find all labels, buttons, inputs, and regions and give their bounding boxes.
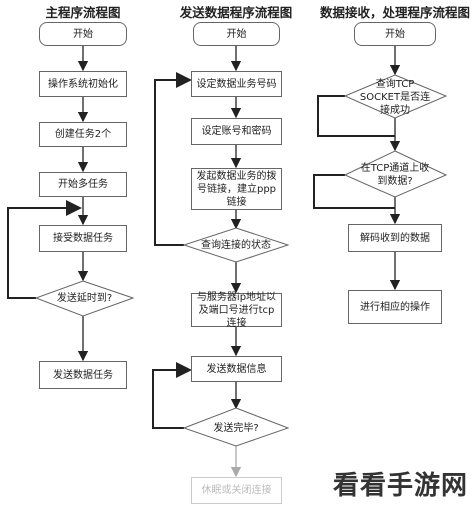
received-data-label: 在TCP通道上收到数据? — [360, 163, 430, 187]
main-start-node: 开始 — [39, 22, 127, 46]
column-title-send: 发送数据程序流程图 — [179, 5, 293, 20]
column-title-receive: 数据接收，处理程序流程图 — [319, 5, 470, 20]
query-status-decision-shape — [182, 227, 290, 263]
dial-ppp-node: 发起数据业务的拨号链接，建立ppp链接 — [191, 168, 282, 210]
query-socket-label: 查询TCP SOCKET是否连接成功 — [359, 78, 431, 116]
query-status-label: 查询连接的状态 — [201, 239, 271, 251]
send-task-node: 发送数据任务 — [39, 361, 127, 389]
set-account-node: 设定账号和密码 — [191, 118, 282, 145]
received-decision-shape — [343, 150, 448, 198]
column-title-main: 主程序流程图 — [45, 5, 121, 20]
start-multitask-node: 开始多任务 — [39, 172, 127, 197]
tcp-connect-node: 与服务器ip地址以及端口号进行tcp连接 — [191, 292, 282, 329]
set-business-number-node: 设定数据业务号码 — [191, 71, 282, 97]
watermark-logo: 看看手游网 — [332, 471, 468, 501]
send-done-label: 发送完毕? — [213, 422, 259, 434]
send-info-node: 发送数据信息 — [191, 356, 282, 382]
send-done-decision-shape — [182, 407, 290, 447]
sleep-close-node: 休眠或关闭连接 — [191, 477, 282, 504]
os-init-node: 操作系统初始化 — [39, 71, 127, 97]
receive-task-node: 接受数据任务 — [39, 225, 127, 252]
process-node: 进行相应的操作 — [348, 290, 442, 324]
timeout-decision-label: 发送延时到? — [56, 292, 113, 304]
decode-data-node: 解码收到的数据 — [348, 224, 442, 252]
query-socket-decision-shape — [343, 74, 448, 119]
send-start-node: 开始 — [193, 22, 280, 46]
timeout-decision-shape — [34, 280, 135, 317]
create-tasks-node: 创建任务2个 — [39, 122, 127, 147]
receive-start-node: 开始 — [354, 22, 436, 46]
